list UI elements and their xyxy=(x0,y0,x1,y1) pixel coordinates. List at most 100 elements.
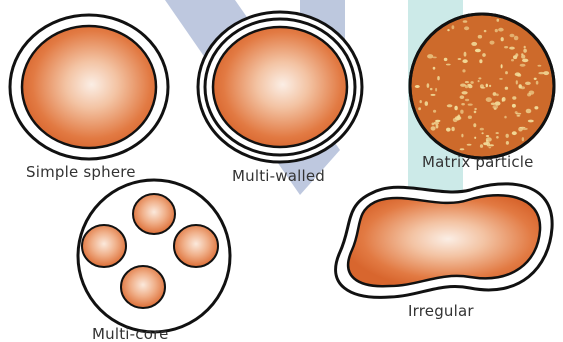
matrix-speck xyxy=(483,142,488,145)
matrix-speck xyxy=(496,132,499,134)
matrix-speck xyxy=(480,144,483,148)
matrix-speck xyxy=(462,59,467,63)
matrix-speck xyxy=(451,127,454,131)
matrix-speck xyxy=(425,101,428,106)
matrix-speck xyxy=(475,49,481,53)
matrix-speck xyxy=(526,109,532,114)
matrix-speck xyxy=(511,59,514,61)
matrix-speck xyxy=(501,37,504,41)
matrix-speck xyxy=(482,132,484,134)
matrix-speck xyxy=(486,137,492,142)
matrix-speck xyxy=(495,29,498,32)
matrix-speck xyxy=(496,94,499,97)
matrix-speck xyxy=(516,80,518,84)
matrix-speck xyxy=(516,113,521,115)
matrix-speck xyxy=(463,20,468,23)
matrix-speck xyxy=(468,85,472,89)
matrix-speck xyxy=(478,35,482,39)
matrix-speck xyxy=(523,49,527,53)
matrix-speck xyxy=(534,106,538,109)
matrix-speck xyxy=(522,137,524,141)
matrix-speck xyxy=(465,81,469,83)
matrix-speck xyxy=(504,46,508,48)
matrix-speck xyxy=(504,116,506,119)
matrix-speck xyxy=(436,124,439,128)
matrix-speck xyxy=(480,128,484,131)
matrix-speck xyxy=(474,108,477,110)
matrix-speck xyxy=(464,52,467,57)
matrix-speck xyxy=(458,58,462,60)
matrix-speck xyxy=(488,147,491,149)
matrix-speck xyxy=(484,30,487,32)
matrix-speck xyxy=(473,123,476,127)
label-multi-walled: Multi-walled xyxy=(232,167,325,185)
matrix-speck xyxy=(509,47,515,50)
matrix-speck xyxy=(446,64,451,66)
matrix-speck xyxy=(468,104,473,106)
matrix-speck xyxy=(520,64,526,67)
matrix-speck xyxy=(474,137,476,139)
matrix-speck xyxy=(482,53,486,57)
label-matrix-particle: Matrix particle xyxy=(422,153,534,171)
matrix-speck xyxy=(462,69,465,72)
matrix-speck xyxy=(461,134,463,138)
matrix-speck xyxy=(464,26,469,30)
matrix-speck xyxy=(489,85,491,87)
matrix-speck xyxy=(478,77,481,79)
matrix-speck xyxy=(465,99,469,101)
matrix-speck xyxy=(490,41,495,45)
matrix-speck xyxy=(528,120,534,123)
matrix-speck xyxy=(446,128,451,132)
matrix-speck xyxy=(493,105,499,109)
matrix-speck xyxy=(499,78,503,80)
multi-core-capsule xyxy=(78,180,230,332)
matrix-speck xyxy=(512,131,517,135)
matrix-speck xyxy=(517,115,521,117)
matrix-speck xyxy=(496,136,499,139)
matrix-speck xyxy=(433,67,436,70)
matrix-speck xyxy=(478,80,480,82)
matrix-speck xyxy=(433,57,437,59)
matrix-speck xyxy=(521,55,525,59)
matrix-speck xyxy=(510,34,515,38)
matrix-speck xyxy=(536,81,539,85)
matrix-speck xyxy=(518,127,523,132)
matrix-speck xyxy=(479,59,482,63)
label-simple-sphere: Simple sphere xyxy=(26,163,136,181)
matrix-speck xyxy=(465,85,468,88)
matrix-speck xyxy=(527,93,531,96)
matrix-speck xyxy=(480,84,484,88)
matrix-speck xyxy=(502,98,504,102)
matrix-speck xyxy=(460,95,465,99)
matrix-speck xyxy=(444,58,448,61)
matrix-speck xyxy=(460,148,465,150)
matrix-speck xyxy=(453,118,458,122)
matrix-speck xyxy=(467,144,472,146)
simple-sphere-capsule xyxy=(10,15,168,159)
matrix-speck xyxy=(460,110,463,114)
matrix-speck xyxy=(437,76,440,80)
matrix-speck xyxy=(430,88,433,90)
matrix-speck xyxy=(512,96,516,99)
matrix-speck xyxy=(427,54,433,58)
matrix-speck xyxy=(538,65,542,67)
matrix-speck xyxy=(486,84,488,88)
matrix-speck xyxy=(427,83,430,88)
matrix-speck xyxy=(418,107,421,110)
matrix-speck xyxy=(512,104,516,108)
matrix-speck xyxy=(513,55,517,59)
matrix-speck xyxy=(454,106,457,111)
matrix-speck xyxy=(534,78,537,80)
matrix-speck xyxy=(515,72,521,76)
matrix-speck xyxy=(493,92,497,96)
label-multi-core: Multi-core xyxy=(92,325,169,342)
matrix-speck xyxy=(486,97,492,102)
matrix-speck xyxy=(498,28,504,32)
matrix-speck xyxy=(431,94,436,96)
matrix-speck xyxy=(470,81,473,84)
matrix-speck xyxy=(505,71,508,74)
matrix-speck xyxy=(415,85,420,88)
matrix-speck xyxy=(525,82,531,85)
matrix-speck xyxy=(471,42,477,46)
matrix-speck xyxy=(433,110,436,113)
